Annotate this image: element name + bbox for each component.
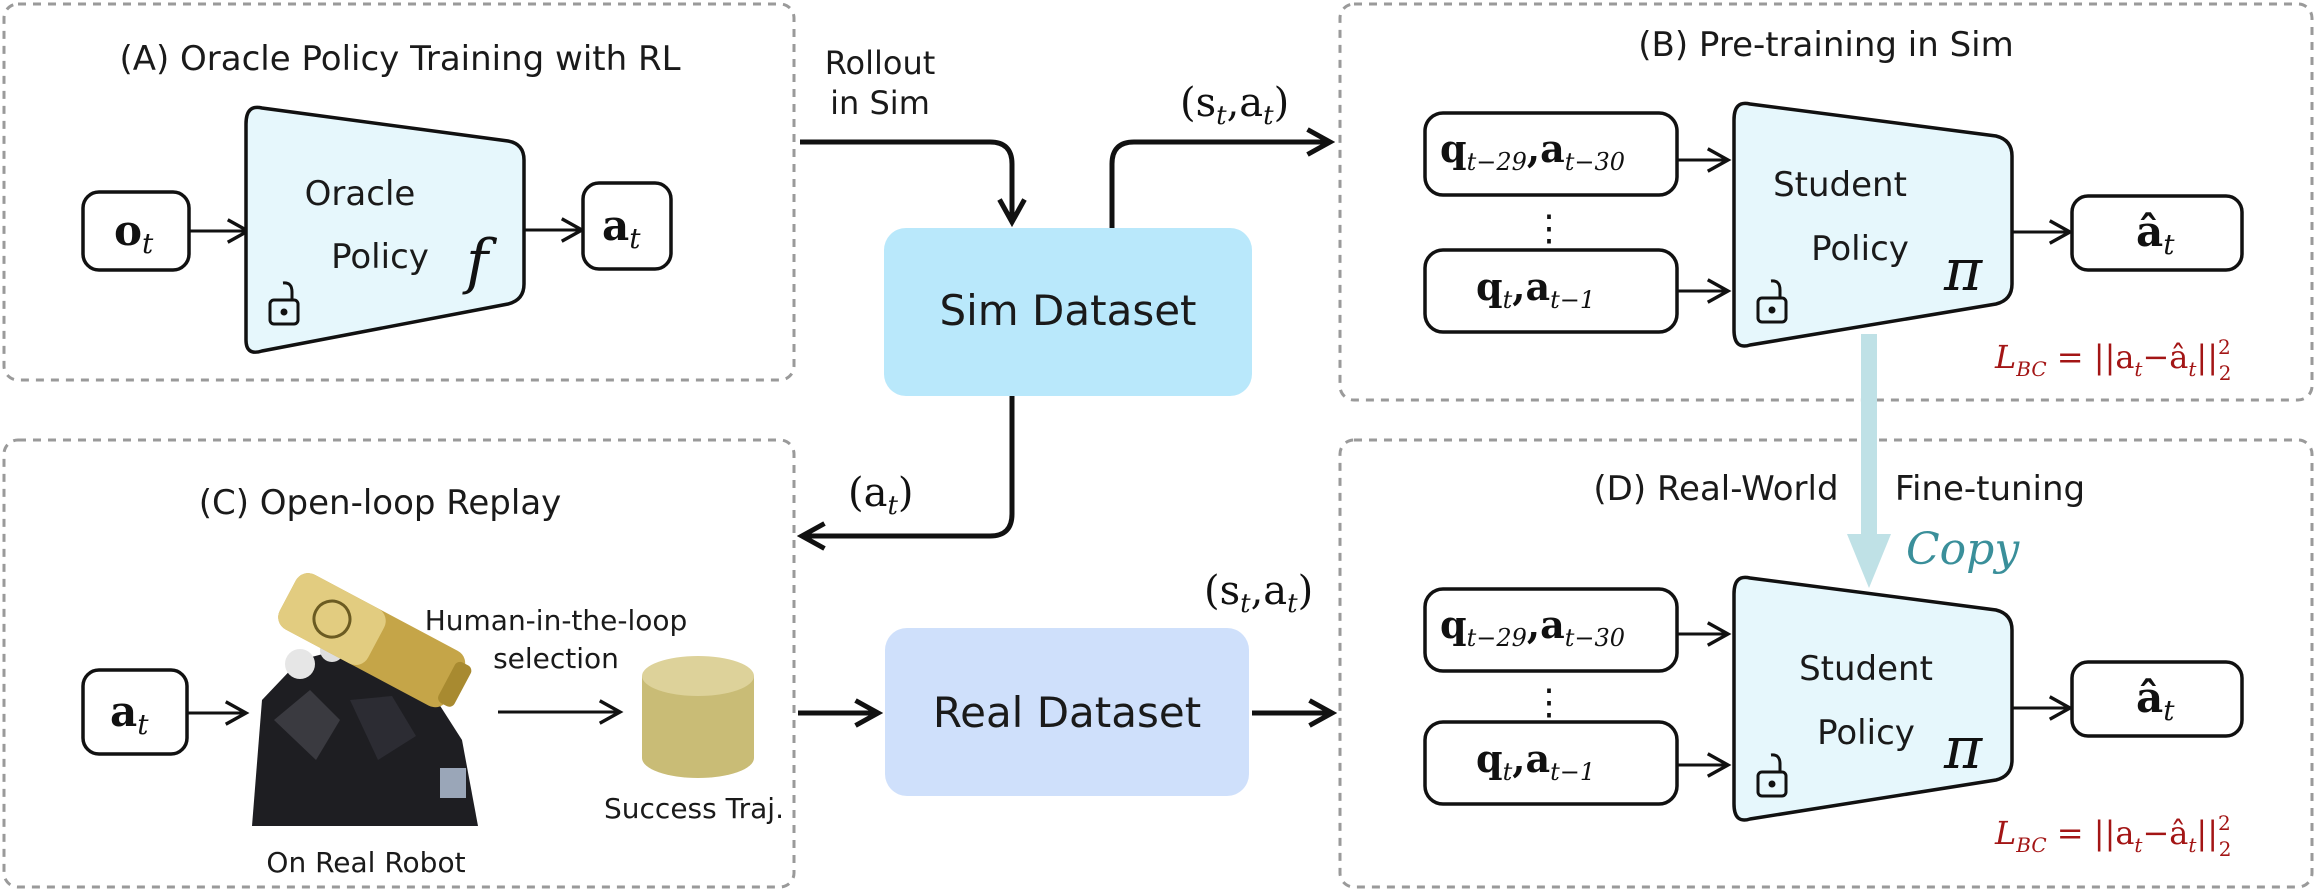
real-dataset-label: Real Dataset [933, 688, 1201, 737]
student-policy-block-b [1732, 101, 2014, 348]
panel-b-title: (B) Pre-training in Sim [1638, 25, 2013, 65]
panel-a-output-box [581, 181, 673, 271]
panel-b-input-bottom-label: qt,at−1 [1476, 264, 1595, 314]
panel-d-input-bottom-box [1423, 720, 1679, 806]
student-policy-b-line1: Student [1773, 165, 1907, 205]
panel-c-input-label: at [110, 687, 149, 741]
unlock-icon [268, 281, 300, 326]
sim-dataset-box [884, 228, 1252, 396]
real-dataset-box [885, 628, 1249, 796]
robot-caption: On Real Robot [266, 846, 465, 879]
sim-to-replay-arrow [802, 396, 1015, 536]
success-label: Success Traj. [604, 792, 784, 825]
panel-b-output-label: ât [2136, 207, 2175, 261]
copy-arrow [1847, 334, 1891, 588]
panel-d-title-part2: Fine-tuning [1895, 469, 2085, 509]
unlock-icon [1756, 279, 1788, 324]
robot-hand-image [252, 573, 482, 828]
rollout-label-line2: in Sim [830, 84, 930, 122]
student-policy-d-symbol: π [1943, 714, 1983, 782]
rollout-arrow [800, 139, 1012, 222]
panel-b-input-top-label: qt−29,at−30 [1440, 126, 1625, 176]
panel-c-border [2, 438, 796, 889]
st-at-top-label: (st,at) [1180, 80, 1289, 131]
panel-d-vdots: ⋮ [1531, 682, 1567, 723]
hitl-label-line1: Human-in-the-loop [425, 604, 688, 637]
panel-d-output-box [2070, 660, 2244, 738]
sim-to-pretrain-arrow [1109, 142, 1330, 228]
panel-a-input-label: ot [114, 206, 154, 260]
st-at-bottom-label: (st,at) [1204, 568, 1313, 619]
student-policy-b-symbol: π [1943, 236, 1983, 304]
panel-c-title: (C) Open-loop Replay [199, 483, 562, 523]
oracle-policy-line2: Policy [331, 237, 429, 277]
student-policy-block-d [1732, 575, 2014, 822]
panel-b-vdots: ⋮ [1531, 208, 1567, 249]
copy-label: Copy [1906, 524, 2020, 575]
oracle-policy-block [244, 105, 526, 354]
student-policy-b-line2: Policy [1811, 229, 1909, 269]
panel-b-output-box [2070, 194, 2244, 272]
panel-a-title: (A) Oracle Policy Training with RL [119, 39, 680, 79]
unlock-icon [1756, 753, 1788, 798]
panel-a-border [2, 2, 796, 382]
panel-d-title-part1: (D) Real-World [1593, 469, 1838, 509]
at-label: (at) [848, 470, 914, 521]
panel-d-border [1338, 438, 2314, 889]
panel-d-input-bottom-label: qt,at−1 [1476, 736, 1595, 786]
panel-d-output-label: ât [2136, 673, 2175, 727]
panel-d-input-top-label: qt−29,at−30 [1440, 602, 1625, 652]
oracle-policy-line1: Oracle [305, 174, 416, 214]
panel-b-input-top-box [1423, 111, 1679, 197]
panel-a-output-label: at [602, 201, 641, 255]
sim-dataset-label: Sim Dataset [939, 286, 1196, 335]
success-trajectory-cylinder [642, 656, 754, 778]
hitl-label-line2: selection [493, 642, 619, 675]
panel-d-input-top-box [1423, 587, 1679, 673]
student-policy-d-line2: Policy [1817, 713, 1915, 753]
student-policy-d-line1: Student [1799, 649, 1933, 689]
rollout-label-line1: Rollout [825, 44, 936, 82]
panel-b-border [1338, 2, 2314, 402]
